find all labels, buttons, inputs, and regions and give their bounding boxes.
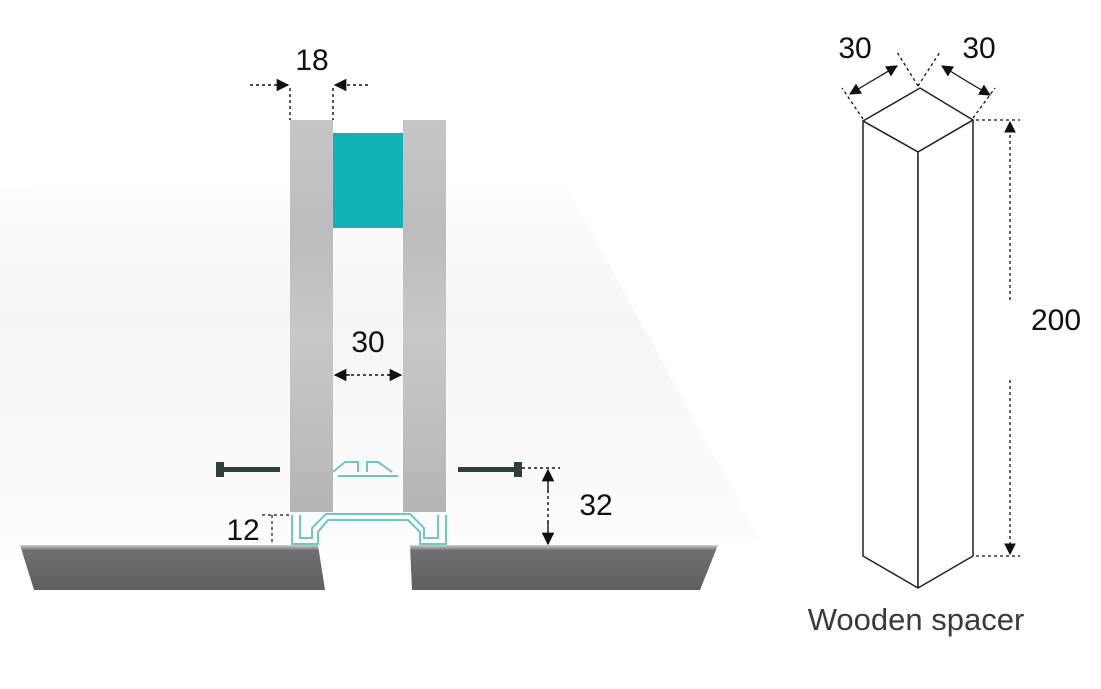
aluminium-profile bbox=[291, 461, 447, 545]
panel-left bbox=[290, 120, 333, 512]
floor-slab-left bbox=[20, 545, 325, 590]
spacer-left-face bbox=[862, 120, 919, 589]
label-profile-height: 12 bbox=[226, 514, 259, 547]
dim-spacer-depth bbox=[841, 51, 996, 120]
spacer-block bbox=[333, 133, 403, 228]
section-view: 18 30 32 12 bbox=[20, 44, 718, 590]
label-gap-width: 30 bbox=[351, 326, 384, 359]
label-spacer-depth-left: 30 bbox=[838, 32, 871, 65]
floor-slab-right bbox=[410, 545, 718, 590]
spacer-box bbox=[862, 87, 974, 589]
label-panel-thickness: 18 bbox=[295, 44, 328, 77]
dim-spacer-height bbox=[976, 119, 1020, 557]
label-spacer-depth-right: 30 bbox=[962, 32, 995, 65]
label-spacer-height: 200 bbox=[1031, 304, 1081, 337]
screw-left bbox=[216, 462, 280, 477]
dim-profile-height bbox=[262, 514, 290, 545]
wooden-spacer-view: 30 30 200 Wooden spacer bbox=[808, 32, 1081, 637]
background-wash bbox=[0, 165, 760, 600]
panel-right bbox=[403, 120, 446, 512]
dim-screw-height bbox=[522, 467, 560, 546]
screw-right bbox=[458, 462, 522, 477]
spacer-right-face bbox=[917, 119, 974, 589]
label-screw-height: 32 bbox=[579, 489, 612, 522]
spacer-caption: Wooden spacer bbox=[808, 602, 1025, 637]
dim-panel-thickness bbox=[250, 78, 368, 120]
